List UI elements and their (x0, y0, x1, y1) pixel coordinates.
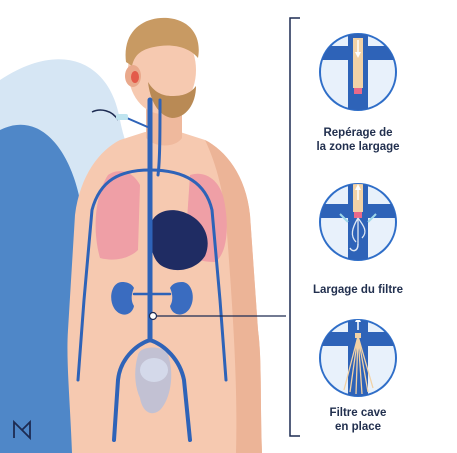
step-2-caption: Largage du filtre (288, 283, 428, 297)
step-1-caption: Repérage de la zone largage (288, 126, 428, 154)
filter-position-marker (148, 311, 158, 321)
kidney-left (111, 282, 134, 315)
step-3-detail (319, 319, 397, 397)
step-3-caption-line1: Filtre cave (329, 407, 387, 419)
step-2-detail (319, 183, 397, 261)
kidney-right (170, 282, 193, 315)
ear-inner (131, 71, 139, 83)
step-1-detail (319, 33, 397, 111)
body-shadow (205, 140, 262, 453)
step-1-caption-line2: la zone largage (316, 141, 400, 153)
step-3-caption-line2: en place (334, 421, 382, 433)
heart (150, 210, 208, 271)
catheter-sheath (116, 114, 128, 120)
logo-icon (13, 419, 31, 441)
vein-network (76, 97, 228, 442)
step-1-caption-line1: Repérage de (323, 127, 393, 139)
bladder (140, 358, 168, 382)
step-3-caption: Filtre cave en place (288, 406, 428, 434)
bracket (289, 17, 300, 437)
lung-left (95, 171, 140, 260)
step-2-caption-line1: Largage du filtre (312, 284, 404, 296)
hair (125, 17, 199, 66)
